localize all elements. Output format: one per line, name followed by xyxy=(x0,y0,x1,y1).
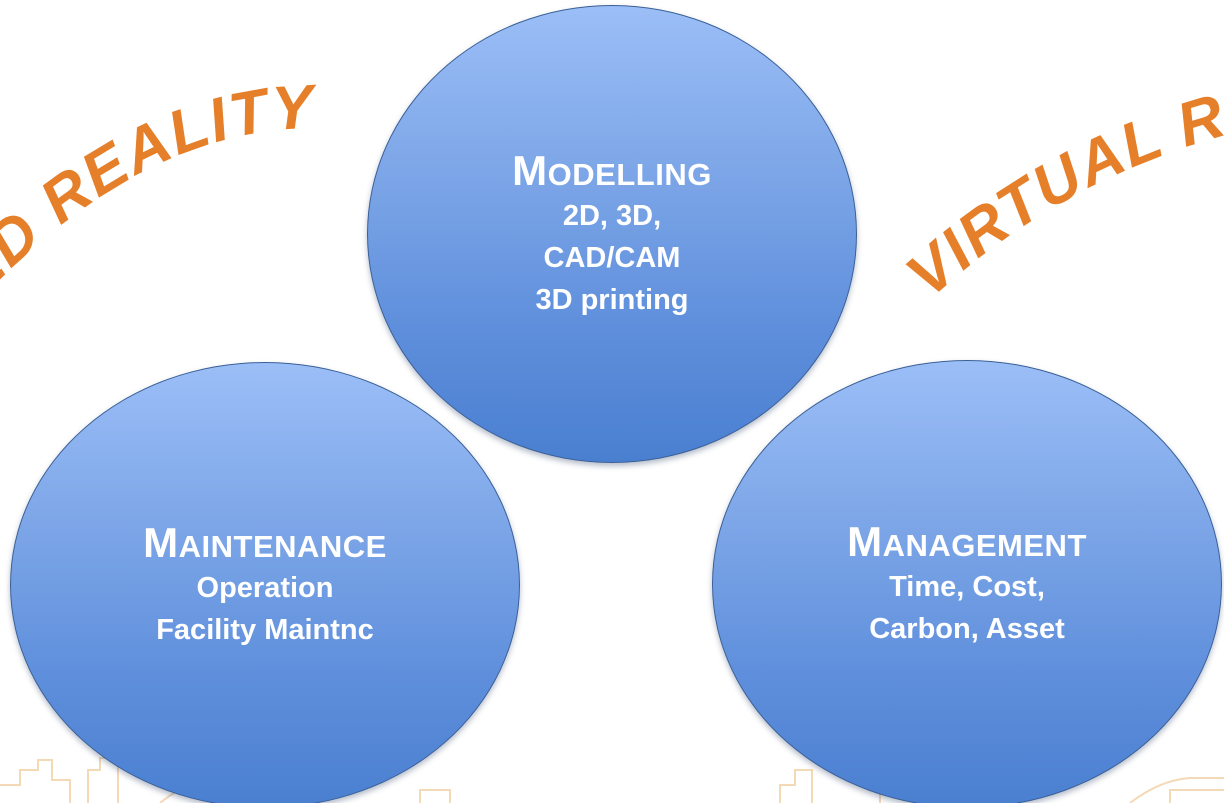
management-line-1: Time, Cost, xyxy=(889,571,1045,604)
modelling-line-2: CAD/CAM xyxy=(543,242,681,275)
modelling-line-3: 3D printing xyxy=(535,284,689,317)
management-line-2: Carbon, Asset xyxy=(869,613,1065,646)
modelling-line-1: 2D, 3D, xyxy=(562,200,662,233)
modelling-bubble: MODELLING 2D, 3D, CAD/CAM 3D printing xyxy=(367,5,857,463)
management-bubble: MANAGEMENT Time, Cost, Carbon, Asset xyxy=(712,360,1222,803)
maintenance-line-1: Operation xyxy=(196,572,334,605)
maintenance-title: MAINTENANCE xyxy=(143,518,387,566)
management-title: MANAGEMENT xyxy=(847,517,1087,565)
modelling-title: MODELLING xyxy=(512,146,712,194)
maintenance-bubble: MAINTENANCE Operation Facility Maintnc xyxy=(10,362,520,803)
maintenance-line-2: Facility Maintnc xyxy=(156,614,374,647)
